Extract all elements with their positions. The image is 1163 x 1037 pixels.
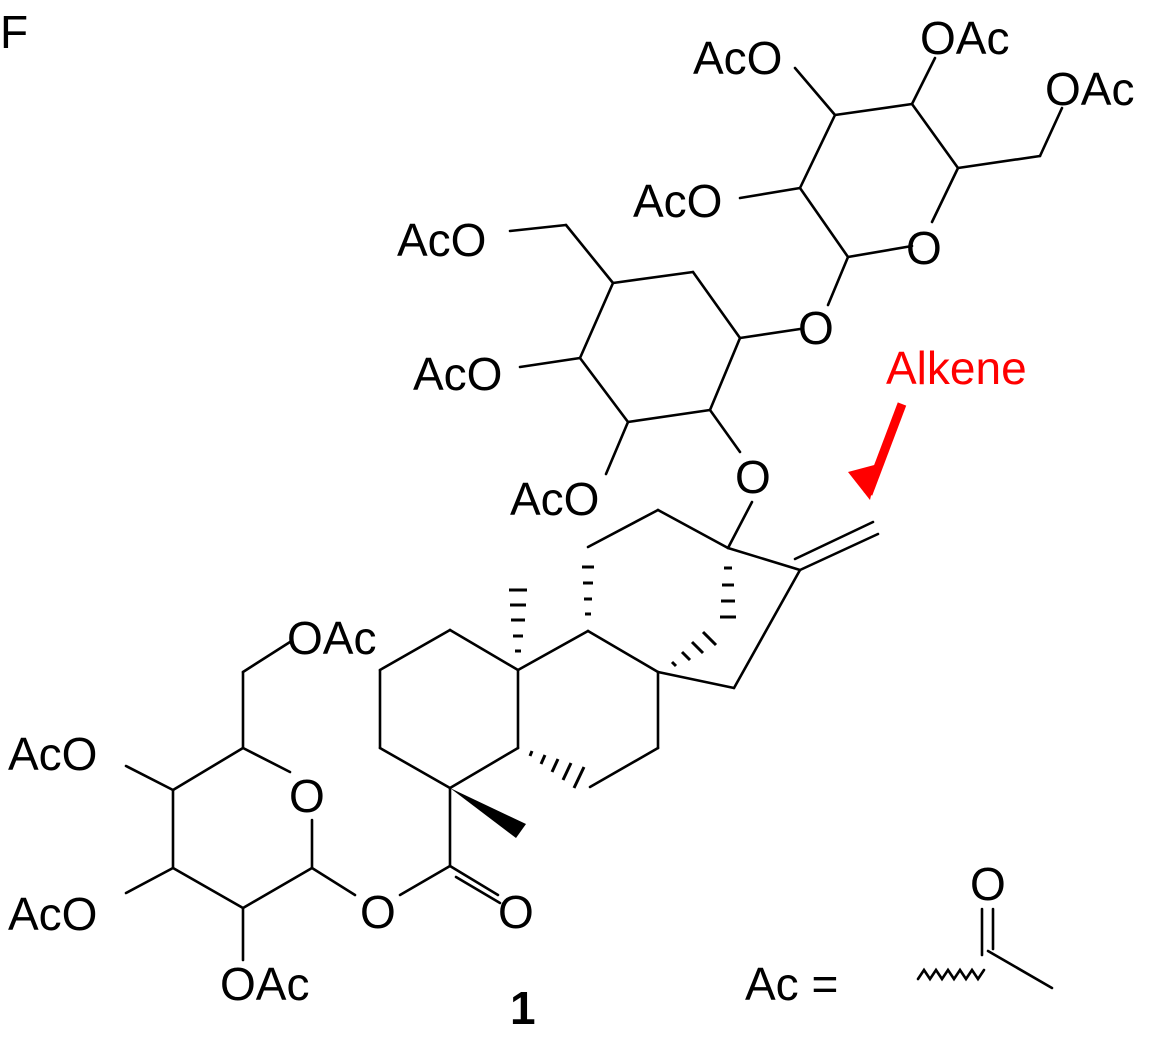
legend-ac-equals: Ac =	[745, 958, 838, 1010]
label-ring-o-upper: O	[906, 222, 942, 274]
label-oac-top: OAc	[920, 12, 1009, 64]
label-aco-lower-mid: AcO	[510, 473, 599, 525]
alkene-callout-label: Alkene	[886, 342, 1027, 394]
label-aco-upper-mid: AcO	[633, 175, 722, 227]
alkene-arrow	[848, 402, 907, 500]
label-carbonyl-o: O	[498, 886, 534, 938]
stereo-bonds	[450, 565, 736, 838]
legend-carbonyl-o: O	[970, 858, 1006, 910]
label-oac-bottom: OAc	[220, 958, 309, 1010]
bond-lines	[124, 56, 1064, 962]
label-ring-o-lower: O	[289, 770, 325, 822]
label-glyco-o-mid: O	[798, 302, 834, 354]
panel-letter: F	[0, 6, 28, 58]
label-glyco-o-core: O	[735, 451, 771, 503]
label-aco-mid-left: AcO	[413, 348, 502, 400]
label-aco-top-left: AcO	[693, 32, 782, 84]
label-ester-o: O	[360, 886, 396, 938]
label-oac-top-right: OAc	[1045, 63, 1134, 115]
compound-number: 1	[510, 982, 536, 1032]
atom-labels: F OAc AcO OAc AcO O AcO O AcO AcO O Alke…	[0, 6, 1134, 1034]
wavy-bond	[916, 967, 986, 982]
acetyl-legend	[916, 907, 1054, 990]
label-oac-bottom-top: OAc	[287, 612, 376, 664]
label-aco-bottom-left-2: AcO	[8, 888, 97, 940]
label-aco-ch2-mid: AcO	[397, 214, 486, 266]
label-aco-bottom-left-1: AcO	[8, 728, 97, 780]
